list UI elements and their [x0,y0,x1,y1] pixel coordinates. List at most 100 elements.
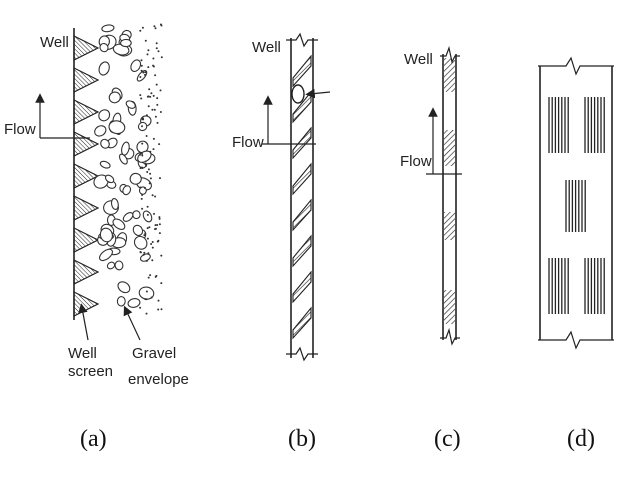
gravel-pebble [129,172,142,185]
gravel-pebble [138,286,155,300]
formation-dot [154,275,157,278]
formation-dot [140,97,143,100]
formation-dot [139,94,142,97]
gravel-pebble [99,248,113,262]
formation-dot [146,53,149,56]
formation-dot [141,166,143,169]
hatched-slot [444,290,455,324]
formation-dot [149,274,152,277]
top-break-line [286,32,318,48]
screen-wire [73,259,100,285]
screen-wire [73,35,100,61]
formation-dot [147,276,150,279]
formation-dot [146,95,149,98]
formation-dot [152,148,155,151]
screen-wire [73,195,100,221]
formation-dot [154,195,157,198]
gravel-pebble [108,91,121,104]
gravel-pebble [99,227,113,243]
formation-dot [158,143,161,146]
formation-dot [149,95,152,98]
gravel-pebble [108,120,126,135]
gravel-pebble [112,218,126,230]
gravel-pebble [125,100,136,109]
caption-b: (b) [288,426,316,452]
formation-dot [144,187,146,189]
screen-wires [73,35,100,317]
formation-dot [155,83,158,86]
screen-pointer [78,303,89,341]
formation-dot [157,50,160,53]
formation-dot [145,164,148,167]
formation-dot [139,153,141,156]
formation-dot [146,227,149,230]
formation-dot [139,76,142,78]
formation-dot [139,251,142,254]
louver-opening [292,234,312,268]
screen-wire [73,227,100,253]
formation-dot [143,234,146,237]
panel-b: Flow Well (b) [232,32,331,452]
formation-dot [152,94,155,97]
panel-c: Flow Well (c) [400,45,462,452]
formation-dot [147,168,150,171]
well-label: Well [404,51,433,68]
screen-label-line2: screen [68,363,113,380]
formation-dot [151,194,154,197]
formation-dot [156,103,159,106]
flow-label: Flow [400,153,432,170]
formation-dot [142,71,145,74]
inflow-arrow [305,88,331,99]
screen-wire [73,131,100,157]
formation-dot [152,137,155,140]
formation-dot [141,194,144,196]
formation-dot [144,39,147,42]
formation-dot [157,308,160,311]
formation-dot [139,29,142,32]
formation-dot [159,177,161,180]
gravel-pebble [133,235,148,250]
gravel-pebble [130,59,142,72]
formation-dot [150,92,153,95]
formation-dot [153,25,156,28]
formation-dot [145,259,148,262]
formation-dot [144,73,146,76]
well-label: Well [252,39,281,56]
formation-dot [155,227,157,230]
louver-openings [292,54,312,340]
hatched-slot [444,58,455,92]
gravel-pebble [132,210,141,220]
gravel-pebble [142,210,153,223]
formation-dot [149,172,152,175]
screen-label-line1: Well [68,345,97,362]
formation-dot [156,224,159,226]
formation-dot [151,241,154,243]
formation-dot [158,223,161,226]
gravel-pebble [136,140,149,154]
gravel-pebble [94,125,107,137]
gravel-label-line2: envelope [128,371,189,388]
formation-dots [139,23,163,315]
gravel-pointer [123,305,141,341]
caption-a: (a) [80,426,107,452]
gravel-pebble [114,260,124,271]
formation-dot [146,171,149,173]
gravel-pebble [120,38,132,48]
formation-dot [141,117,144,120]
gravel-pebble [136,69,148,82]
panel-a: Flow Well Well screen Gravel envelope (a… [4,23,189,452]
formation-dot [158,232,161,235]
screen-wire [73,99,100,125]
formation-dot [143,251,146,254]
formation-dot [139,186,142,189]
formation-dot [148,226,151,229]
screen-wire [73,291,100,317]
formation-dot [151,108,154,111]
formation-dot [159,111,162,113]
formation-dot [149,177,152,180]
formation-dot [141,207,144,210]
formation-dot [146,213,149,216]
bottom-break-line [538,330,614,350]
formation-dot [144,163,147,166]
formation-dot [159,89,162,92]
